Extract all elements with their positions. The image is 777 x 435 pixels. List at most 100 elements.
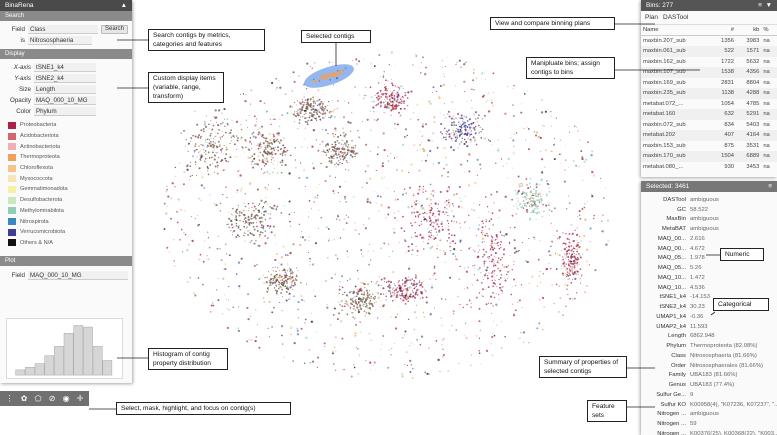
contig-point[interactable] <box>569 268 571 270</box>
contig-point[interactable] <box>330 160 333 162</box>
contig-point[interactable] <box>419 233 422 236</box>
contig-point[interactable] <box>490 193 493 196</box>
contig-point[interactable] <box>190 140 192 142</box>
contig-point[interactable] <box>564 269 568 272</box>
contig-point[interactable] <box>492 72 495 75</box>
contig-point[interactable] <box>302 116 304 118</box>
contig-point[interactable] <box>202 130 205 133</box>
contig-point[interactable] <box>540 111 544 114</box>
contig-point[interactable] <box>554 225 556 227</box>
contig-point[interactable] <box>548 201 551 204</box>
contig-point[interactable] <box>276 293 278 295</box>
contig-point[interactable] <box>345 222 348 225</box>
contig-point[interactable] <box>459 135 461 137</box>
contig-point[interactable] <box>236 135 238 137</box>
contig-point[interactable] <box>311 145 314 148</box>
contig-point[interactable] <box>212 162 214 164</box>
contig-point[interactable] <box>351 312 353 314</box>
contig-point[interactable] <box>292 243 295 246</box>
contig-point[interactable] <box>523 196 525 198</box>
contig-point[interactable] <box>553 138 556 140</box>
contig-point[interactable] <box>387 285 389 288</box>
contig-point[interactable] <box>334 150 336 152</box>
contig-point[interactable] <box>407 286 409 288</box>
contig-point[interactable] <box>382 287 385 290</box>
contig-point[interactable] <box>230 136 233 139</box>
contig-point[interactable] <box>390 94 393 97</box>
contig-point[interactable] <box>462 119 464 121</box>
contig-point[interactable] <box>265 138 266 140</box>
contig-point[interactable] <box>334 349 337 352</box>
contig-point[interactable] <box>392 292 394 295</box>
contig-point[interactable] <box>399 297 402 300</box>
contig-point[interactable] <box>218 129 220 131</box>
contig-point[interactable] <box>546 195 548 197</box>
contig-point[interactable] <box>485 219 487 221</box>
contig-point[interactable] <box>312 98 314 100</box>
contig-point[interactable] <box>569 269 572 272</box>
contig-point[interactable] <box>385 299 387 301</box>
contig-point[interactable] <box>590 154 593 157</box>
contig-point[interactable] <box>394 217 396 219</box>
contig-point[interactable] <box>269 279 271 282</box>
contig-point[interactable] <box>512 87 514 90</box>
contig-point[interactable] <box>180 228 183 231</box>
contig-point[interactable] <box>219 138 222 140</box>
contig-point[interactable] <box>468 123 470 126</box>
contig-point[interactable] <box>264 159 267 161</box>
contig-point[interactable] <box>339 344 341 346</box>
contig-point[interactable] <box>304 185 306 187</box>
contig-point[interactable] <box>263 149 266 151</box>
contig-point[interactable] <box>548 250 551 253</box>
contig-point[interactable] <box>313 111 315 114</box>
contig-point[interactable] <box>527 186 530 190</box>
contig-point[interactable] <box>290 212 292 214</box>
contig-point[interactable] <box>463 80 466 83</box>
contig-point[interactable] <box>341 154 344 157</box>
contig-point[interactable] <box>559 162 561 164</box>
contig-point[interactable] <box>321 106 324 109</box>
contig-point[interactable] <box>282 150 286 153</box>
contig-point[interactable] <box>571 255 574 258</box>
contig-point[interactable] <box>298 223 301 226</box>
contig-point[interactable] <box>503 277 505 279</box>
contig-point[interactable] <box>242 220 245 223</box>
contig-point[interactable] <box>384 186 386 188</box>
contig-point[interactable] <box>266 156 268 158</box>
contig-point[interactable] <box>457 137 459 139</box>
contig-point[interactable] <box>383 148 386 152</box>
display-row-select[interactable]: tSNE1_k4 <box>34 63 96 72</box>
contig-point[interactable] <box>453 248 456 251</box>
contig-point[interactable] <box>333 363 335 365</box>
contig-point[interactable] <box>570 234 572 236</box>
contig-point[interactable] <box>321 162 323 164</box>
contig-point[interactable] <box>274 278 277 280</box>
contig-point[interactable] <box>243 232 245 234</box>
contig-point[interactable] <box>194 217 196 220</box>
contig-point[interactable] <box>447 176 449 178</box>
contig-point[interactable] <box>481 220 484 223</box>
contig-point[interactable] <box>358 272 360 274</box>
contig-point[interactable] <box>363 310 366 312</box>
contig-point[interactable] <box>402 97 404 99</box>
contig-point[interactable] <box>397 282 399 284</box>
contig-point[interactable] <box>354 147 356 149</box>
contig-point[interactable] <box>375 283 377 285</box>
contig-point[interactable] <box>368 297 371 299</box>
contig-point[interactable] <box>346 302 348 304</box>
contig-point[interactable] <box>386 89 388 92</box>
contig-point[interactable] <box>575 233 579 237</box>
contig-point[interactable] <box>215 203 218 207</box>
contig-point[interactable] <box>394 105 396 107</box>
contig-point[interactable] <box>535 218 537 220</box>
legend-item[interactable]: Methylomirabilota <box>8 206 126 217</box>
contig-point[interactable] <box>491 275 494 278</box>
contig-point[interactable] <box>326 149 329 152</box>
contig-point[interactable] <box>498 294 500 296</box>
contig-point[interactable] <box>311 208 313 210</box>
contig-point[interactable] <box>543 125 545 127</box>
contig-point[interactable] <box>402 143 405 146</box>
contig-point[interactable] <box>364 170 367 173</box>
contig-point[interactable] <box>466 115 468 117</box>
